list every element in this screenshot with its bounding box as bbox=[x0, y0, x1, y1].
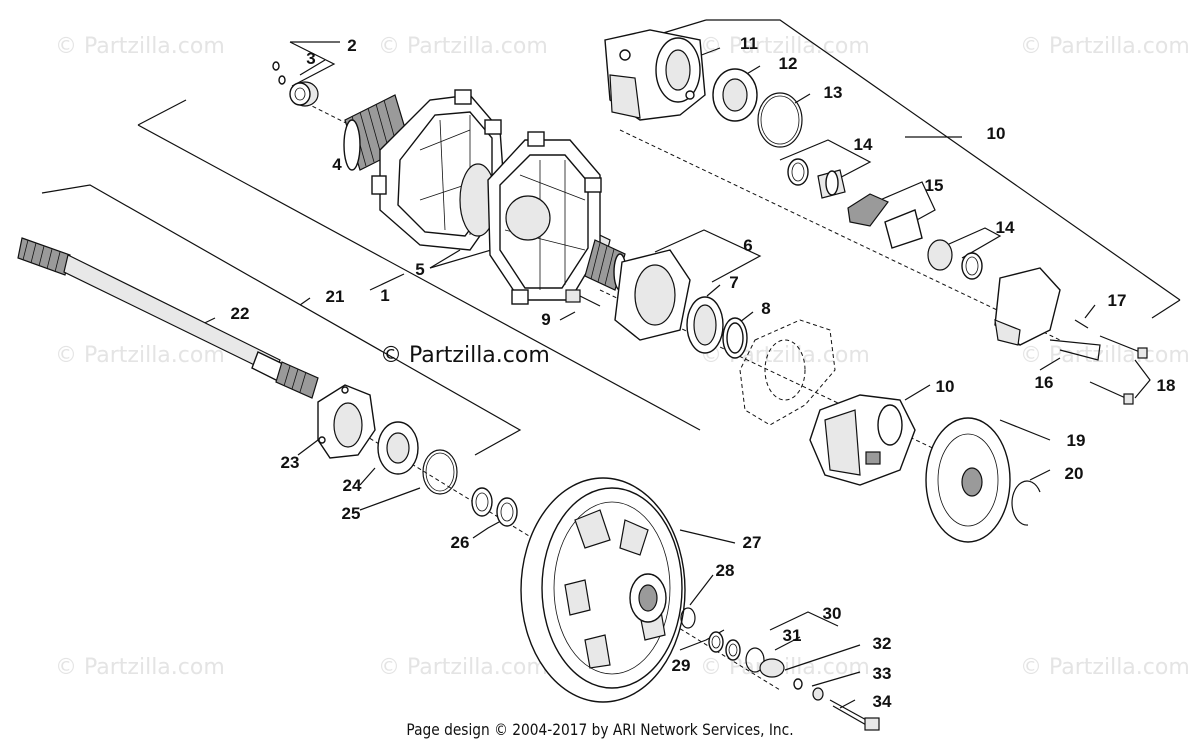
part-drive-shaft-sprockets bbox=[343, 89, 627, 305]
callout-19: 19 bbox=[1066, 431, 1086, 450]
callout-14-lower: 14 bbox=[995, 218, 1015, 237]
callout-24: 24 bbox=[342, 476, 362, 495]
copyright-footer: Page design © 2004-2017 by ARI Network S… bbox=[406, 720, 794, 739]
part-chaincase-housing bbox=[604, 29, 803, 148]
callout-3: 3 bbox=[306, 49, 316, 68]
callout-33: 33 bbox=[872, 664, 892, 683]
watermark: © Partzilla.com bbox=[55, 34, 225, 59]
callout-14-upper: 14 bbox=[853, 135, 873, 154]
callout-11: 11 bbox=[740, 34, 758, 53]
callout-31: 31 bbox=[782, 626, 802, 645]
watermark: © Partzilla.com bbox=[1020, 655, 1190, 680]
part-caliper-hardware bbox=[994, 267, 1148, 405]
part-jackshaft bbox=[17, 237, 319, 399]
watermark: © Partzilla.com bbox=[378, 34, 548, 59]
part-driven-clutch bbox=[520, 477, 696, 703]
part-brake-caliper bbox=[809, 394, 916, 486]
callout-30: 30 bbox=[822, 604, 842, 623]
callout-16: 16 bbox=[1034, 373, 1054, 392]
callout-9: 9 bbox=[541, 310, 551, 329]
callout-22: 22 bbox=[230, 304, 250, 323]
part-bearing-small bbox=[272, 61, 319, 107]
part-gasket bbox=[739, 319, 836, 426]
callout-25: 25 bbox=[341, 504, 361, 523]
callout-10-lower: 10 bbox=[935, 377, 955, 396]
callout-2: 2 bbox=[347, 36, 357, 55]
callout-28: 28 bbox=[715, 561, 735, 580]
callout-6: 6 bbox=[743, 236, 753, 255]
callout-8: 8 bbox=[761, 299, 771, 318]
brand-watermark: © Partzilla.com bbox=[380, 343, 550, 368]
watermark: © Partzilla.com bbox=[1020, 343, 1190, 368]
part-clutch-hardware bbox=[708, 631, 880, 731]
callout-21: 21 bbox=[325, 287, 345, 306]
watermark: © Partzilla.com bbox=[378, 655, 548, 680]
watermark: © Partzilla.com bbox=[700, 34, 870, 59]
part-jackshaft-bearing-housing bbox=[317, 384, 518, 527]
callout-15: 15 bbox=[924, 176, 944, 195]
callout-34: 34 bbox=[872, 692, 892, 711]
callout-29: 29 bbox=[671, 656, 691, 675]
callout-20: 20 bbox=[1064, 464, 1084, 483]
callout-1: 1 bbox=[380, 286, 390, 305]
part-brake-pads bbox=[787, 158, 983, 280]
callout-17: 17 bbox=[1107, 291, 1127, 310]
part-brake-disc bbox=[925, 417, 1041, 543]
callout-13: 13 bbox=[823, 83, 843, 102]
callout-23: 23 bbox=[280, 453, 300, 472]
callout-4: 4 bbox=[332, 155, 342, 174]
watermark: © Partzilla.com bbox=[1020, 34, 1190, 59]
callout-12: 12 bbox=[778, 54, 798, 73]
callout-27: 27 bbox=[742, 533, 762, 552]
callout-18: 18 bbox=[1156, 376, 1176, 395]
watermark: © Partzilla.com bbox=[700, 655, 870, 680]
watermark: © Partzilla.com bbox=[55, 655, 225, 680]
callout-32: 32 bbox=[872, 634, 892, 653]
callout-10-upper: 10 bbox=[986, 124, 1006, 143]
part-bearing-flange bbox=[565, 249, 748, 359]
callout-26: 26 bbox=[450, 533, 470, 552]
callout-7: 7 bbox=[729, 273, 739, 292]
watermark: © Partzilla.com bbox=[55, 343, 225, 368]
callout-5: 5 bbox=[415, 260, 425, 279]
